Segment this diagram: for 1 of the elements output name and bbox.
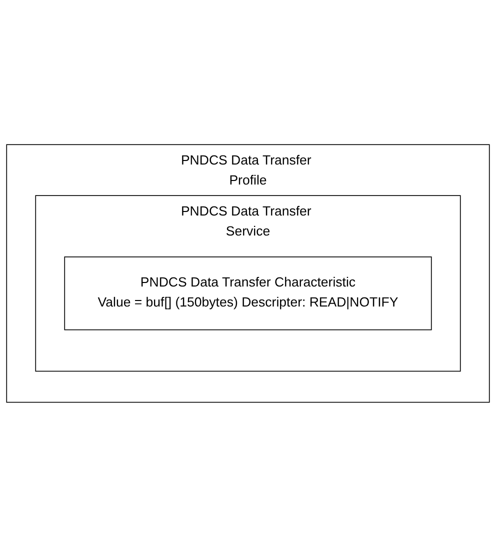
- node-box: PNDCS Data Transfer Characteristic Value = buf[] (150bytes) Descripter: READ|NOTIFY: [64, 256, 432, 330]
